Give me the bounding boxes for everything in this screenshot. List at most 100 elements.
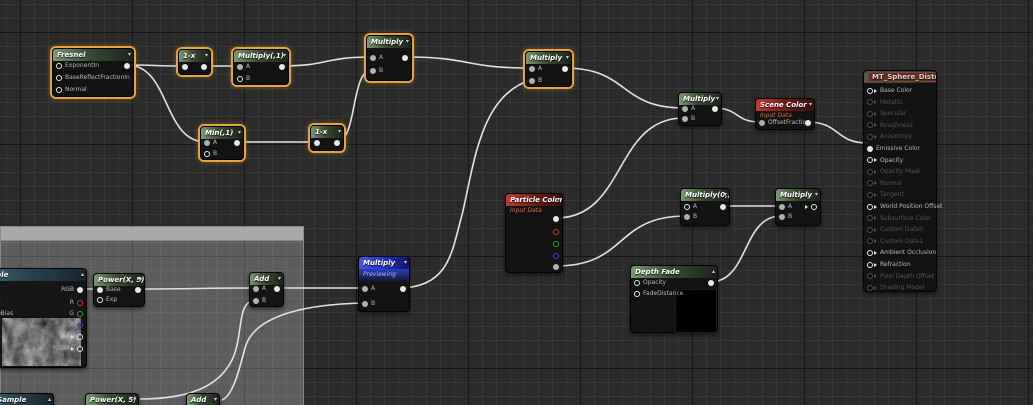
- node-header[interactable]: Multiply▾: [526, 52, 571, 64]
- wire[interactable]: [403, 56, 532, 69]
- node-header[interactable]: Scene Color▾: [756, 99, 814, 111]
- node-power-5-b[interactable]: Power(X, 5)▾: [85, 393, 139, 405]
- pin-dot-icon[interactable]: [56, 74, 62, 81]
- pin-dot-icon[interactable]: [867, 249, 873, 256]
- pin-b[interactable]: B: [684, 213, 697, 220]
- pin-dot-icon[interactable]: [684, 203, 690, 210]
- node-header[interactable]: Min(,1)▾: [201, 127, 243, 139]
- node-header[interactable]: Multiply▾: [359, 257, 409, 269]
- pin-dot-icon[interactable]: [562, 65, 568, 72]
- pin-rgb[interactable]: RGB: [61, 286, 83, 293]
- pin-b[interactable]: B: [370, 67, 383, 74]
- pin-dot-icon[interactable]: [867, 133, 873, 140]
- wire[interactable]: [555, 215, 687, 267]
- node-oneminus-bottom[interactable]: 1-x▾: [310, 125, 344, 151]
- pin-out[interactable]: [553, 215, 559, 222]
- pin-dot-icon[interactable]: [135, 286, 141, 293]
- pin-dot-icon[interactable]: [779, 203, 785, 210]
- pin-out[interactable]: [279, 63, 285, 70]
- pin-subsurface-color[interactable]: Subsurface Color: [867, 215, 931, 222]
- pin-dot-icon[interactable]: [97, 296, 103, 303]
- pin-dot-icon[interactable]: [274, 285, 280, 292]
- pin-dot-icon[interactable]: [400, 285, 406, 292]
- pin-world-position-offset[interactable]: World Position Offset: [867, 203, 942, 210]
- pin-out[interactable]: [274, 285, 280, 292]
- pin-fadedistance[interactable]: FadeDistance: [634, 290, 683, 297]
- pin-dot-icon[interactable]: [867, 203, 873, 210]
- pin-dot-icon[interactable]: [97, 286, 103, 293]
- pin-b[interactable]: B: [529, 77, 542, 84]
- pin-normal[interactable]: Normal: [867, 180, 902, 187]
- node-header[interactable]: Add▾: [250, 273, 283, 285]
- pin-dot-icon[interactable]: [234, 139, 240, 146]
- pin-dot-icon[interactable]: [708, 279, 714, 286]
- pin-dot-icon[interactable]: [682, 105, 688, 112]
- collapse-chevron-icon[interactable]: ▾: [127, 51, 131, 58]
- pin-r[interactable]: R: [70, 299, 83, 306]
- pin-a[interactable]: A: [204, 139, 217, 146]
- collapse-chevron-icon[interactable]: ▾: [138, 276, 142, 283]
- collapse-chevron-icon[interactable]: ▴: [80, 271, 84, 278]
- pin-dot-icon[interactable]: [867, 261, 873, 268]
- pin-dot-icon[interactable]: [867, 87, 873, 94]
- node-mt-sphere-distort[interactable]: MT_Sphere_DistortBase ColorMetallicSpecu…: [863, 70, 942, 292]
- pin-dot-icon[interactable]: [553, 263, 559, 270]
- wire[interactable]: [555, 117, 685, 219]
- node-particle-color[interactable]: Particle Color▾Input Data: [505, 193, 563, 273]
- pin-dot-icon[interactable]: [77, 286, 83, 293]
- pin-dot-icon[interactable]: [77, 345, 83, 352]
- pin-b[interactable]: B: [253, 297, 266, 304]
- collapse-chevron-icon[interactable]: ▾: [337, 128, 341, 135]
- pin-base[interactable]: Base: [97, 286, 121, 293]
- node-header[interactable]: 1-x▾: [179, 50, 210, 62]
- collapse-chevron-icon[interactable]: ▾: [204, 52, 208, 59]
- pin-b[interactable]: B: [779, 213, 792, 220]
- pin-dot-icon[interactable]: [204, 150, 210, 157]
- pin-out[interactable]: [182, 63, 188, 70]
- pin-dot-icon[interactable]: [553, 228, 559, 235]
- pin-metallic[interactable]: Metallic: [867, 99, 903, 106]
- collapse-chevron-icon[interactable]: ▾: [237, 129, 241, 136]
- pin-opacity-mask[interactable]: Opacity Mask: [867, 168, 920, 175]
- pin-dot-icon[interactable]: [334, 139, 340, 146]
- node-header[interactable]: Particle Color▾: [506, 194, 562, 206]
- pin-b[interactable]: B: [204, 150, 217, 157]
- node-header[interactable]: MT_Sphere_Distort: [864, 71, 936, 83]
- wire[interactable]: [279, 56, 373, 67]
- pin-exp[interactable]: Exp: [97, 296, 117, 303]
- pin-rgba[interactable]: RGBA: [53, 345, 83, 352]
- pin-out[interactable]: [334, 139, 340, 146]
- pin-out[interactable]: [314, 139, 320, 146]
- pin-dot-icon[interactable]: [805, 119, 811, 126]
- pin-dot-icon[interactable]: [314, 139, 320, 146]
- pin-out[interactable]: [708, 279, 714, 286]
- pin-dot-icon[interactable]: [867, 168, 873, 175]
- pin-dot-icon[interactable]: [529, 65, 535, 72]
- pin-dot-icon[interactable]: [370, 67, 376, 74]
- pin-out[interactable]: [712, 105, 718, 112]
- node-header[interactable]: Power(X, 5)▾: [94, 274, 144, 286]
- pin-dot-icon[interactable]: [553, 252, 559, 259]
- pin-base-color[interactable]: Base Color: [867, 87, 912, 94]
- pin-tangent[interactable]: Tangent: [867, 191, 904, 198]
- pin-specular[interactable]: Specular: [867, 110, 906, 117]
- pin-opacity[interactable]: Opacity: [634, 279, 666, 286]
- pin-out[interactable]: [553, 228, 559, 235]
- pin-dot-icon[interactable]: [867, 110, 873, 117]
- node-header[interactable]: Fresnel▾: [53, 49, 133, 61]
- pin-dot-icon[interactable]: [370, 54, 376, 61]
- pin-a[interactable]: A: [362, 285, 375, 292]
- pin-dot-icon[interactable]: [237, 63, 243, 70]
- collapse-chevron-icon[interactable]: ▾: [277, 275, 281, 282]
- collapse-chevron-icon[interactable]: ▴: [711, 268, 715, 275]
- pin-out[interactable]: [234, 139, 240, 146]
